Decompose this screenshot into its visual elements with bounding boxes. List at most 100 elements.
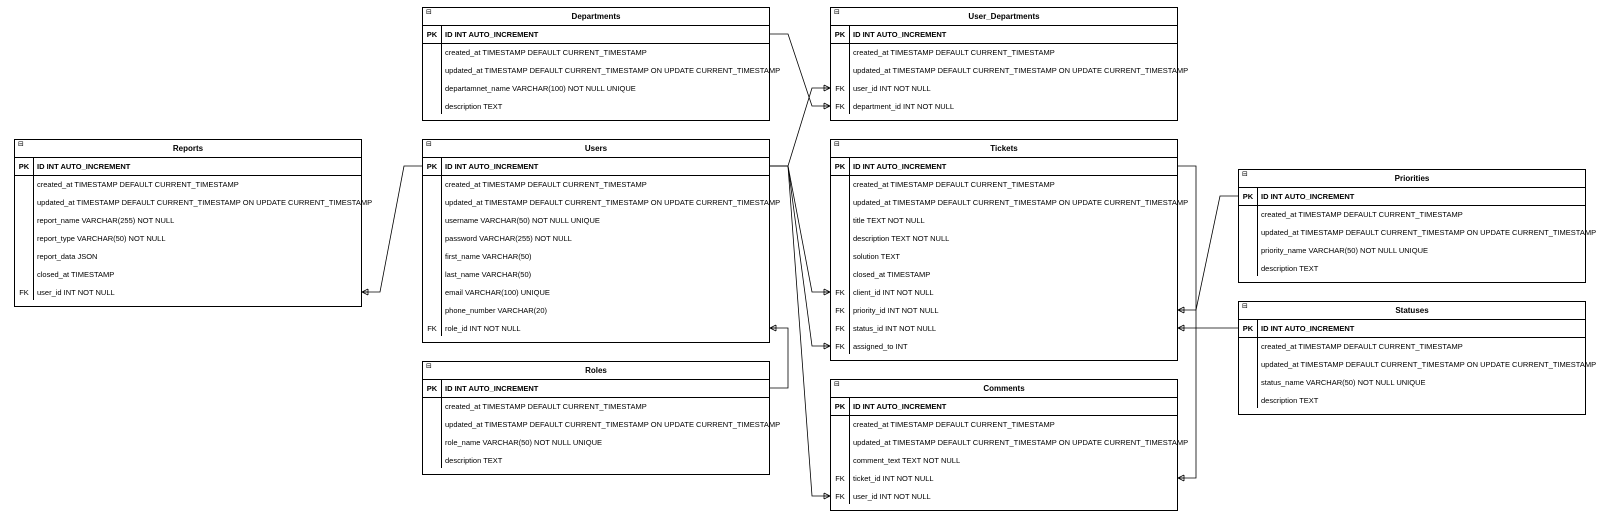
field-row[interactable]: solution TEXT [831, 248, 1177, 266]
field-row[interactable]: updated_at TIMESTAMP DEFAULT CURRENT_TIM… [831, 434, 1188, 452]
relationship-line [770, 165, 830, 497]
key-badge [15, 212, 33, 230]
relationship-line [362, 165, 422, 293]
field-row[interactable]: report_type VARCHAR(50) NOT NULL [15, 230, 361, 248]
key-badge [831, 194, 849, 212]
field-definition: username VARCHAR(50) NOT NULL UNIQUE [445, 216, 600, 225]
field-row[interactable]: description TEXT [1239, 260, 1585, 278]
field-row[interactable]: updated_at TIMESTAMP DEFAULT CURRENT_TIM… [1239, 356, 1596, 374]
crows-foot-many-icon [1177, 306, 1185, 314]
field-row[interactable]: updated_at TIMESTAMP DEFAULT CURRENT_TIM… [831, 194, 1188, 212]
field-definition: role_name VARCHAR(50) NOT NULL UNIQUE [445, 438, 602, 447]
collapse-icon[interactable]: ⊟ [1242, 303, 1248, 310]
collapse-icon[interactable]: ⊟ [834, 381, 840, 388]
field-row[interactable]: username VARCHAR(50) NOT NULL UNIQUE [423, 212, 769, 230]
key-column-divider [33, 176, 34, 300]
field-row[interactable]: created_at TIMESTAMP DEFAULT CURRENT_TIM… [831, 176, 1177, 194]
key-badge: FK [835, 288, 845, 297]
field-row[interactable]: password VARCHAR(255) NOT NULL [423, 230, 769, 248]
key-badge [423, 44, 441, 62]
field-row[interactable]: updated_at TIMESTAMP DEFAULT CURRENT_TIM… [423, 62, 780, 80]
field-definition: report_data JSON [37, 252, 98, 261]
key-badge [1239, 260, 1257, 278]
field-definition: title TEXT NOT NULL [853, 216, 925, 225]
collapse-icon[interactable]: ⊟ [18, 141, 24, 148]
collapse-icon[interactable]: ⊟ [834, 9, 840, 16]
field-row[interactable]: created_at TIMESTAMP DEFAULT CURRENT_TIM… [1239, 338, 1585, 356]
collapse-icon[interactable]: ⊟ [426, 363, 432, 370]
field-definition: user_id INT NOT NULL [37, 288, 115, 297]
field-row[interactable]: comment_text TEXT NOT NULL [831, 452, 1177, 470]
field-row[interactable]: description TEXT [423, 98, 769, 116]
field-row[interactable]: created_at TIMESTAMP DEFAULT CURRENT_TIM… [1239, 206, 1585, 224]
field-row[interactable]: updated_at TIMESTAMP DEFAULT CURRENT_TIM… [423, 194, 780, 212]
field-row[interactable]: email VARCHAR(100) UNIQUE [423, 284, 769, 302]
field-row[interactable]: description TEXT [1239, 392, 1585, 410]
field-row[interactable]: updated_at TIMESTAMP DEFAULT CURRENT_TIM… [1239, 224, 1596, 242]
collapse-icon[interactable]: ⊟ [1242, 171, 1248, 178]
field-row[interactable]: report_data JSON [15, 248, 361, 266]
field-row[interactable]: role_name VARCHAR(50) NOT NULL UNIQUE [423, 434, 769, 452]
field-row[interactable]: report_name VARCHAR(255) NOT NULL [15, 212, 361, 230]
field-row[interactable]: departamnet_name VARCHAR(100) NOT NULL U… [423, 80, 769, 98]
field-row[interactable]: description TEXT [423, 452, 769, 470]
collapse-icon[interactable]: ⊟ [426, 141, 432, 148]
field-definition: first_name VARCHAR(50) [445, 252, 532, 261]
field-row[interactable]: last_name VARCHAR(50) [423, 266, 769, 284]
collapse-icon[interactable]: ⊟ [834, 141, 840, 148]
field-row[interactable]: created_at TIMESTAMP DEFAULT CURRENT_TIM… [423, 398, 769, 416]
field-row[interactable]: created_at TIMESTAMP DEFAULT CURRENT_TIM… [15, 176, 361, 194]
key-badge: PK [1242, 324, 1254, 333]
collapse-icon[interactable]: ⊟ [426, 9, 432, 16]
field-row[interactable]: updated_at TIMESTAMP DEFAULT CURRENT_TIM… [15, 194, 372, 212]
field-definition: updated_at TIMESTAMP DEFAULT CURRENT_TIM… [445, 420, 781, 429]
field-row[interactable]: title TEXT NOT NULL [831, 212, 1177, 230]
field-row[interactable]: phone_number VARCHAR(20) [423, 302, 769, 320]
field-row[interactable]: description TEXT NOT NULL [831, 230, 1177, 248]
field-row[interactable]: closed_at TIMESTAMP [15, 266, 361, 284]
field-row[interactable]: closed_at TIMESTAMP [831, 266, 1177, 284]
field-row[interactable]: created_at TIMESTAMP DEFAULT CURRENT_TIM… [831, 44, 1177, 62]
field-row[interactable]: created_at TIMESTAMP DEFAULT CURRENT_TIM… [423, 44, 769, 62]
field-row[interactable]: priority_name VARCHAR(50) NOT NULL UNIQU… [1239, 242, 1585, 260]
field-row[interactable]: updated_at TIMESTAMP DEFAULT CURRENT_TIM… [831, 62, 1188, 80]
key-badge [423, 284, 441, 302]
field-row[interactable]: created_at TIMESTAMP DEFAULT CURRENT_TIM… [423, 176, 769, 194]
field-row[interactable]: created_at TIMESTAMP DEFAULT CURRENT_TIM… [831, 416, 1177, 434]
field-row[interactable]: first_name VARCHAR(50) [423, 248, 769, 266]
field-row[interactable]: updated_at TIMESTAMP DEFAULT CURRENT_TIM… [423, 416, 780, 434]
field-definition: password VARCHAR(255) NOT NULL [445, 234, 572, 243]
key-column-divider [1257, 188, 1258, 206]
table-title-text: User_Departments [968, 12, 1040, 21]
field-row[interactable]: status_name VARCHAR(50) NOT NULL UNIQUE [1239, 374, 1585, 392]
